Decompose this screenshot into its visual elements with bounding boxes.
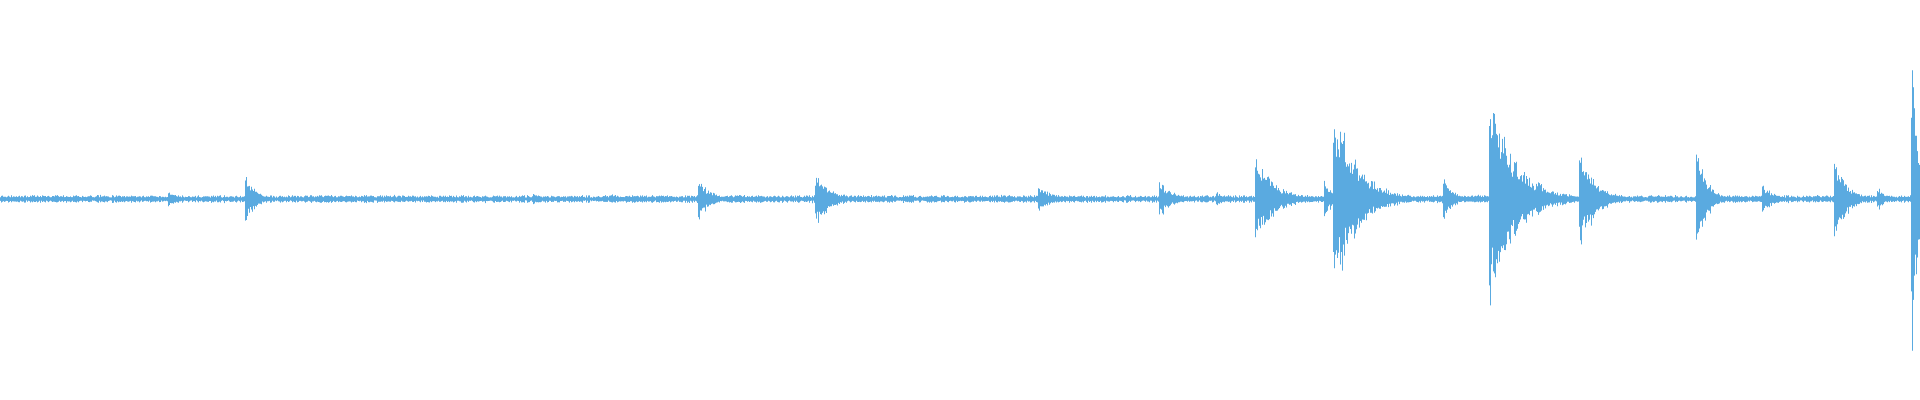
waveform-trace [0, 70, 1920, 351]
waveform-samples [0, 70, 1920, 351]
